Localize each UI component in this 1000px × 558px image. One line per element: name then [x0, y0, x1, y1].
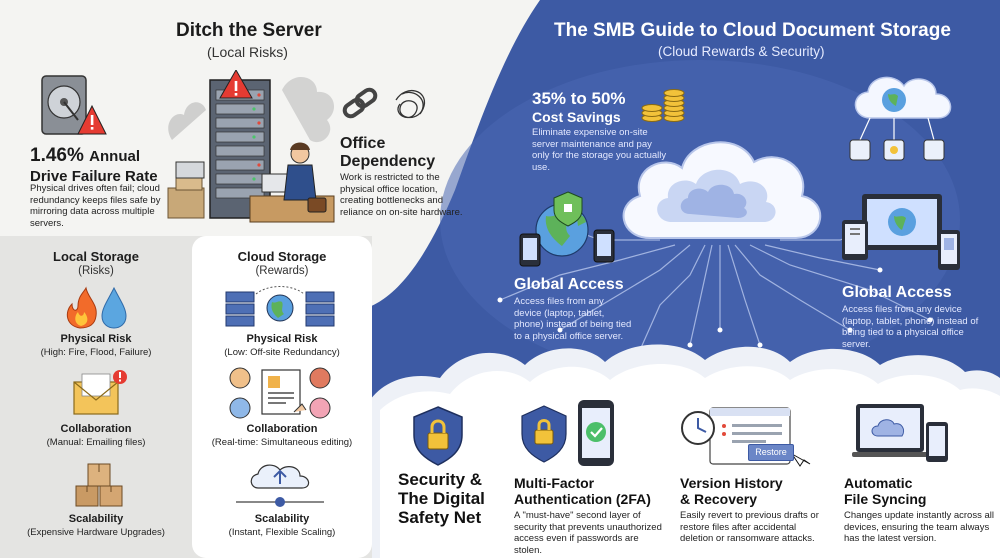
- coin-stack-icon: [641, 89, 685, 122]
- office-title-line2: Dependency: [340, 153, 436, 170]
- sync-title-line2: File Syncing: [844, 491, 927, 507]
- stacked-boxes-icon: [75, 463, 123, 507]
- cloud-upload-slider-icon: [236, 464, 324, 507]
- servers-globe-icon: [225, 286, 335, 327]
- team-collaboration-icon: [229, 367, 331, 419]
- cloud-item-collab-sub: (Real-time: Simultaneous editing): [211, 437, 353, 448]
- failure-stat: 1.46% Annual: [30, 145, 140, 167]
- right-subtitle: (Cloud Rewards & Security): [658, 44, 825, 59]
- sync-devices-icon: [852, 404, 948, 462]
- savings-desc: Eliminate expensive on-site server maint…: [532, 127, 667, 173]
- left-title: Ditch the Server: [176, 20, 322, 41]
- cloud-item-physical-label: Physical Risk: [246, 333, 318, 345]
- globe-devices-icon: [519, 191, 615, 267]
- office-desc: Work is restricted to the physical offic…: [340, 172, 463, 218]
- failure-label-line2: Drive Failure Rate: [30, 168, 158, 185]
- access-left-title: Global Access: [514, 276, 624, 293]
- security-title-line2: The Digital: [398, 489, 485, 508]
- left-subtitle: (Local Risks): [207, 44, 288, 60]
- local-item-collab-label: Collaboration: [60, 423, 132, 435]
- version-title-line1: Version History: [680, 475, 783, 491]
- local-item-physical-label: Physical Risk: [60, 333, 132, 345]
- cloud-item-physical-sub: (Low: Off-site Redundancy): [224, 347, 340, 358]
- cloud-storage-subtitle: (Rewards): [255, 265, 309, 277]
- security-title-line3: Safety Net: [398, 508, 482, 527]
- server-rack-illustration: [167, 70, 335, 223]
- fire-water-icon: [66, 286, 127, 329]
- security-title-line1: Security &: [398, 470, 483, 489]
- access-left-desc: Access files from any device (laptop, ta…: [514, 296, 632, 342]
- savings-value: 35% to 50%: [532, 89, 626, 108]
- access-right-desc: Access files from any device (laptop, ta…: [842, 304, 979, 350]
- shield-lock-icon: [413, 406, 463, 466]
- sync-desc: Changes update instantly across all devi…: [844, 510, 994, 544]
- failure-label-line1: Annual: [89, 148, 140, 165]
- laptop-tablet-phone-icon: [842, 194, 960, 270]
- restore-button[interactable]: Restore: [748, 444, 794, 461]
- version-title-line2: & Recovery: [680, 491, 758, 507]
- access-right-title: Global Access: [842, 284, 952, 301]
- phone-shield-icon: [521, 400, 614, 466]
- sync-title-line1: Automatic: [844, 475, 913, 491]
- restore-button-label: Restore: [755, 447, 787, 457]
- failure-value: 1.46%: [30, 145, 84, 166]
- office-title-line1: Office: [340, 135, 386, 152]
- version-desc: Easily revert to previous drafts or rest…: [680, 510, 819, 544]
- envelope-alert-icon: [73, 370, 127, 415]
- mfa-desc: A "must-have" second layer of security t…: [514, 510, 662, 556]
- failure-desc: Physical drives often fail; cloud redund…: [30, 183, 161, 229]
- local-item-scale-label: Scalability: [68, 513, 124, 525]
- mfa-title-line2: Authentication (2FA): [514, 491, 651, 507]
- local-item-collab-sub: (Manual: Emailing files): [46, 437, 146, 448]
- central-cloud-icon: [622, 141, 822, 239]
- local-item-scale-sub: (Expensive Hardware Upgrades): [27, 527, 165, 538]
- cloud-storage-title: Cloud Storage: [237, 249, 327, 264]
- hard-drive-warning-icon: [41, 75, 107, 135]
- right-title: The SMB Guide to Cloud Document Storage: [554, 20, 951, 41]
- savings-label: Cost Savings: [532, 109, 621, 125]
- local-item-physical-sub: (High: Fire, Flood, Failure): [40, 347, 152, 358]
- cloud-item-scale-sub: (Instant, Flexible Scaling): [228, 527, 336, 538]
- network-cloud-icon: [849, 76, 952, 161]
- local-storage-subtitle: (Risks): [78, 265, 114, 277]
- broken-chain-icon: [342, 87, 426, 119]
- cloud-item-collab-label: Collaboration: [246, 423, 318, 435]
- local-storage-title: Local Storage: [53, 249, 139, 264]
- cloud-item-scale-label: Scalability: [254, 513, 310, 525]
- mfa-title-line1: Multi-Factor: [514, 475, 595, 491]
